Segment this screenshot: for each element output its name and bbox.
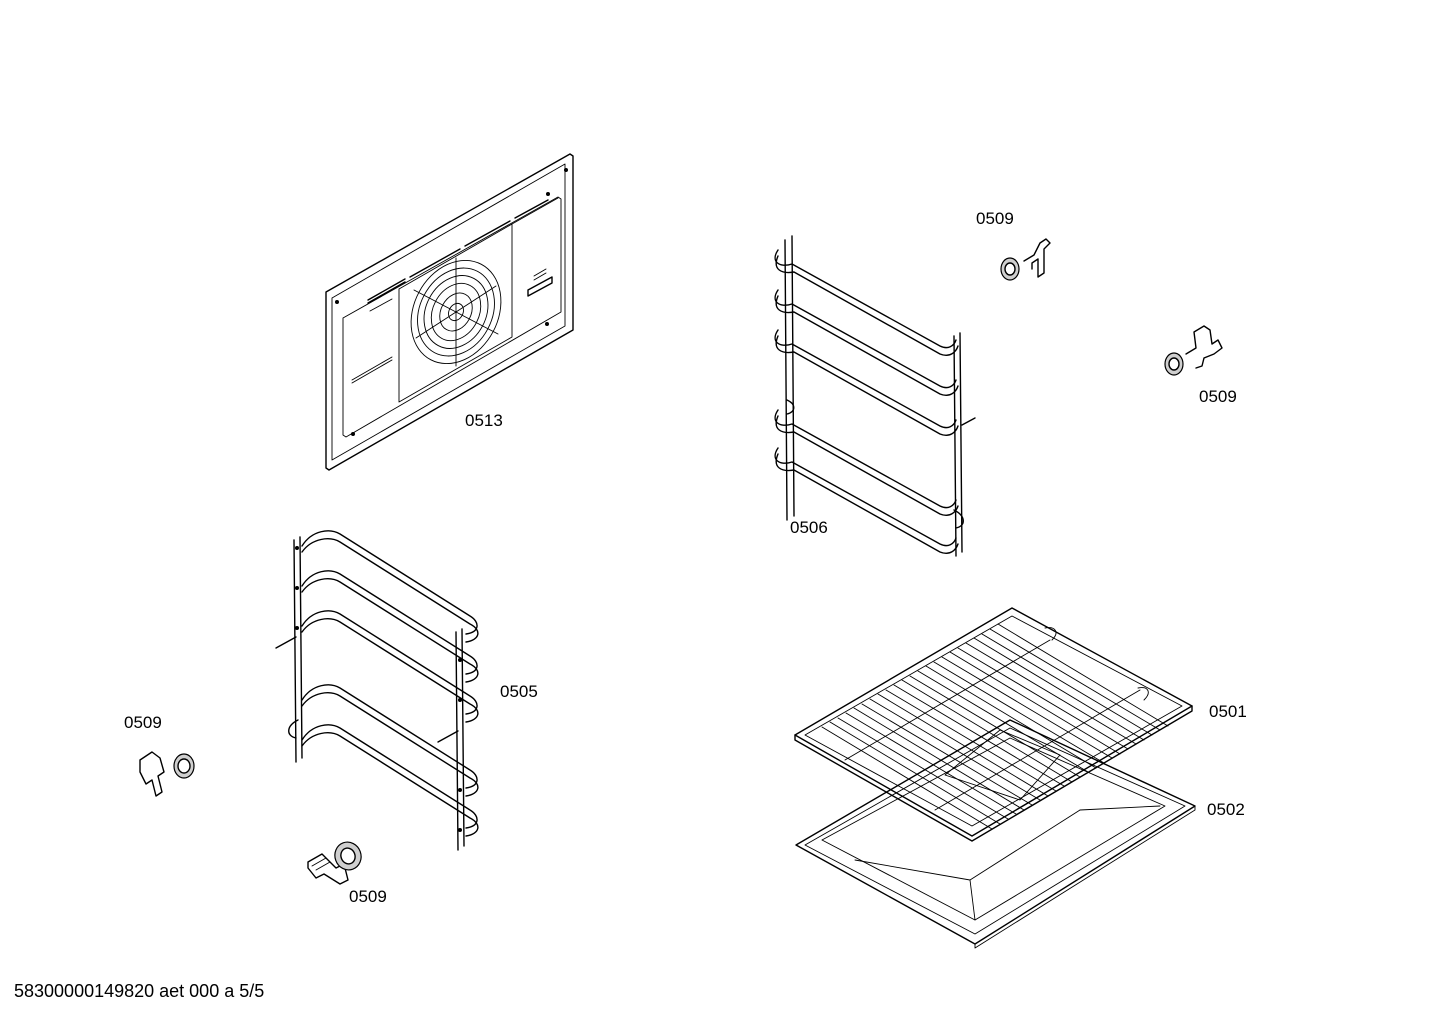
part-label-0501: 0501 [1209, 702, 1247, 721]
clip-and-knob-icon [1000, 238, 1051, 281]
fan-back-panel-icon [325, 153, 574, 471]
clip-and-knob-icon [307, 841, 362, 885]
baking-tray-icon [795, 719, 1196, 949]
part-label-0502: 0502 [1207, 800, 1245, 819]
part-label-0509-right: 0509 [1199, 387, 1237, 406]
part-label-0506: 0506 [790, 518, 828, 537]
part-label-0513: 0513 [465, 411, 503, 430]
clip-and-knob-icon [139, 751, 195, 797]
part-label-0509-left: 0509 [124, 713, 162, 732]
part-label-0509-top: 0509 [976, 209, 1014, 228]
wire-grid-shelf-icon [794, 607, 1193, 842]
clip-and-knob-icon [1164, 325, 1223, 376]
side-rack-left-icon [275, 530, 479, 851]
drawing-reference-footer: 58300000149820 aet 000 a 5/5 [14, 981, 265, 1001]
side-rack-right-icon [774, 235, 976, 557]
part-label-0509-bottom: 0509 [349, 887, 387, 906]
part-label-0505: 0505 [500, 682, 538, 701]
